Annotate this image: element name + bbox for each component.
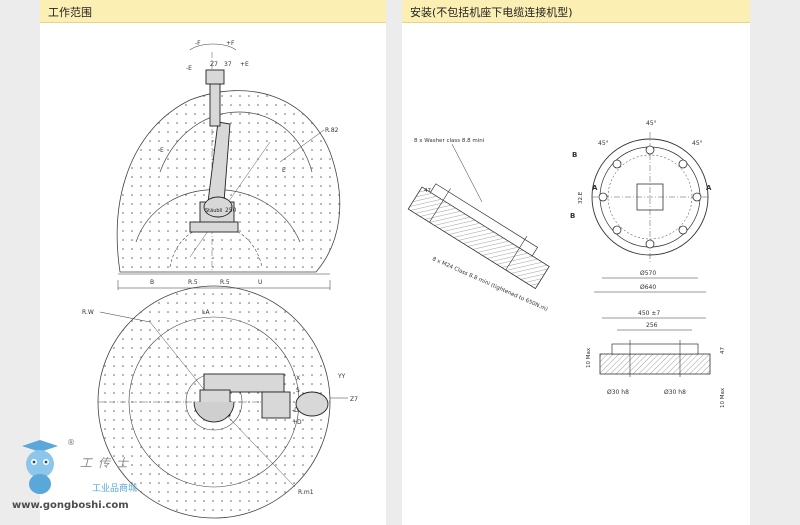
dim-570: Ø570 (640, 270, 656, 277)
label-yy: YY (337, 373, 346, 380)
left-header: 工作范围 (40, 0, 386, 23)
label-la: LA (202, 309, 210, 316)
label-minus-e: -E (186, 65, 192, 72)
label-r5a: R.5 (188, 279, 198, 286)
base-plan-view: 45° 45° 45° A A B B 32.E Ø570 Ø640 (570, 120, 712, 293)
left-title: 工作范围 (48, 6, 92, 19)
watermark-registered: ® (67, 438, 75, 447)
dim-47-right: 47 (720, 347, 726, 354)
side-view: Stäubli -F +F -E +E Z7 37 R.82 250 E E B… (116, 40, 341, 290)
watermark-url: www.gongboshi.com (12, 500, 129, 511)
max-10-right: 10 Max (720, 387, 726, 408)
label-r82: R.82 (325, 127, 339, 134)
label-u: U (258, 279, 262, 286)
right-title: 安装(不包括机座下电缆连接机型) (410, 6, 573, 19)
watermark-brand: 工传士 (80, 456, 135, 470)
angle-45-left: 45° (598, 140, 609, 147)
angle-45-top: 45° (646, 120, 657, 127)
label-plus-d: +D (292, 419, 302, 426)
dim-256: 256 (646, 322, 658, 329)
section-b-top: B (572, 151, 577, 159)
dim-30-right: Ø30 h8 (664, 389, 686, 396)
max-10-left: 10 Max (586, 347, 592, 368)
right-header: 安装(不包括机座下电缆连接机型) (402, 0, 750, 23)
label-rm1: R.m1 (298, 489, 314, 496)
dim-32: 32.E (578, 191, 584, 204)
mascot-icon (22, 440, 58, 494)
label-minus-f: -F (195, 40, 201, 47)
label-plus-f: +F (226, 40, 235, 47)
label-e-right: E (282, 167, 286, 174)
label-r5b: R.5 (220, 279, 230, 286)
label-minus-d: -D (292, 407, 299, 414)
label-e-left: E (160, 147, 164, 154)
label-47: 47 (424, 188, 431, 194)
svg-text:Stäubli: Stäubli (205, 208, 222, 214)
dim-30-left: Ø30 h8 (607, 389, 629, 396)
washer-note: 8 x Washer class 8.8 mini (414, 138, 485, 144)
label-z7-right: Z7 (350, 396, 358, 403)
base-elevation-view: 450 ±7 256 Ø30 h8 Ø30 h8 10 Max 10 Max 4… (586, 310, 726, 408)
label-250: 250 (225, 207, 237, 214)
left-panel: 工作范围 S (40, 0, 386, 525)
top-view: R.W LA X S -D +D YY Z7 R.m1 (82, 285, 358, 519)
angle-45-right: 45° (692, 140, 703, 147)
label-s: S (296, 387, 300, 394)
workspace-drawing: Stäubli -F +F -E +E Z7 37 R.82 250 E E B… (82, 40, 358, 519)
label-z7: Z7 (210, 61, 218, 68)
label-37: 37 (224, 61, 232, 68)
right-panel: 安装(不包括机座下电缆连接机型) 8 x Washer class 8.8 mi… (402, 0, 750, 525)
dim-640: Ø640 (640, 284, 656, 291)
label-x: X (296, 375, 300, 382)
label-rw: R.W (82, 309, 94, 316)
installation-drawing: 8 x Washer class 8.8 mini 47 8 x M24 Cla… (407, 120, 726, 408)
label-b: B (150, 279, 154, 286)
label-plus-e: +E (240, 61, 249, 68)
section-a-right: A (706, 184, 712, 192)
dim-450: 450 ±7 (638, 310, 660, 317)
section-b-bottom: B (570, 212, 575, 220)
watermark-subtitle: 工业品商城 (92, 484, 138, 494)
base-section-view: 8 x Washer class 8.8 mini 47 8 x M24 Cla… (407, 138, 550, 313)
section-a-left: A (592, 184, 598, 192)
